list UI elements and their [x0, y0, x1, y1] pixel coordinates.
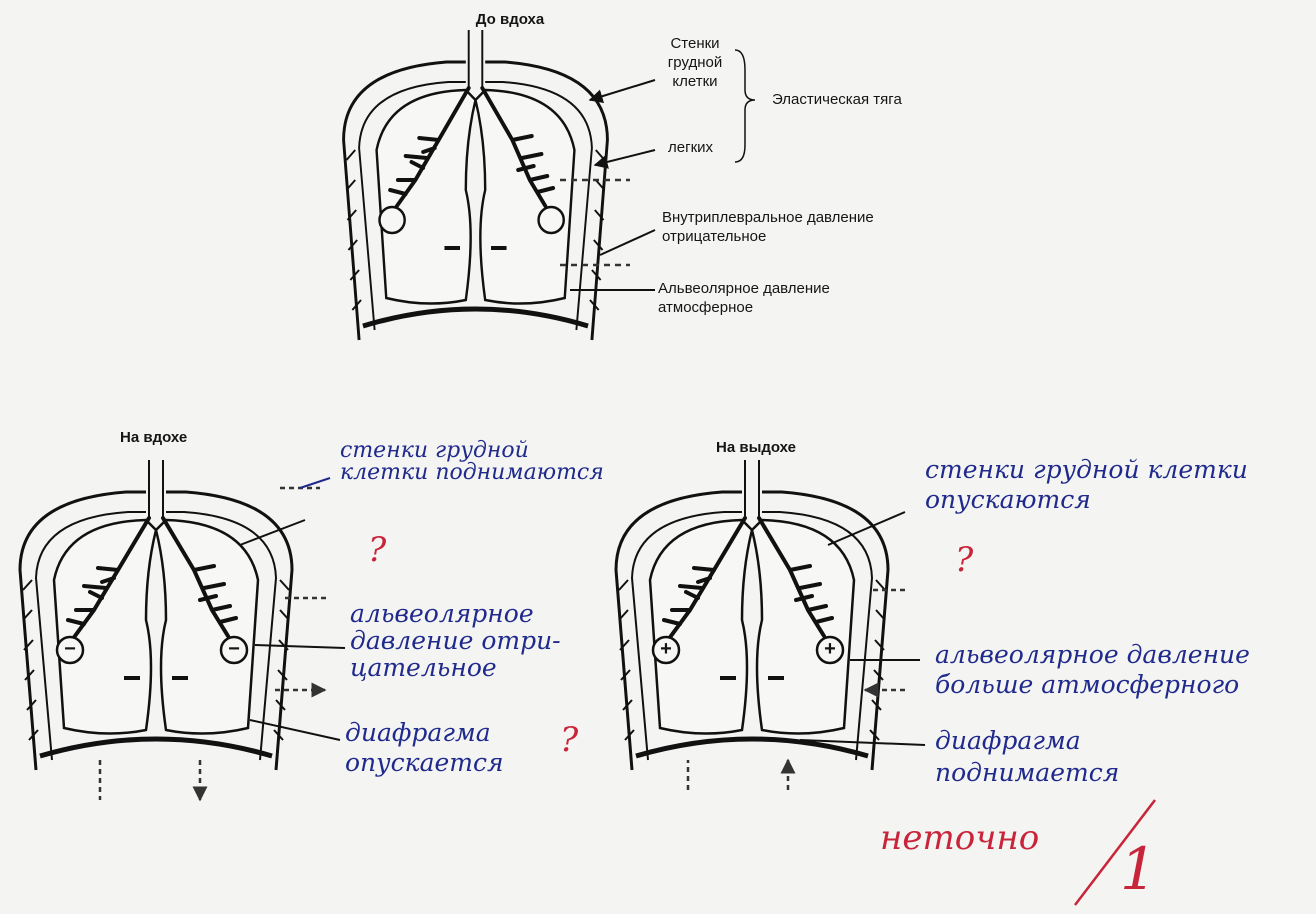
leader-intrapleural	[600, 230, 655, 255]
question-mark-2: ?	[560, 720, 578, 760]
label-chest-walls: Стенки грудной клетки	[650, 34, 740, 91]
label-lungs: легких	[668, 138, 713, 157]
title-exhale: На выдохе	[716, 438, 796, 457]
thorax-diagram-before	[344, 30, 608, 340]
leader-chest-wall	[590, 80, 655, 100]
label-intrapleural: Внутриплевральное давление отрицательное	[662, 208, 874, 246]
label-alveolar: Альвеолярное давление атмосферное	[658, 279, 830, 317]
question-mark-1: ?	[368, 530, 386, 570]
alveolus-sign-exhale-left: +	[654, 640, 678, 659]
alveolus-sign-inhale-left: −	[58, 640, 82, 659]
hw-exhale-diaphragm: диафрагма поднимается	[935, 725, 1119, 789]
leader-elastic	[595, 150, 655, 165]
hw-exhale-chest: стенки грудной клетки опускаются	[925, 455, 1248, 515]
question-mark-3: ?	[955, 540, 973, 580]
title-before: До вдоха	[450, 10, 570, 29]
thorax-diagram-exhale	[616, 460, 888, 770]
alveolus-sign-exhale-right: +	[818, 640, 842, 659]
label-elastic-recoil: Эластическая тяга	[772, 90, 902, 109]
title-inhale: На вдохе	[120, 428, 187, 447]
hw-inhale-chest: стенки грудной клетки поднимаются	[340, 440, 604, 484]
thorax-diagram-inhale	[20, 460, 292, 770]
hw-inhale-diaphragm: диафрагма опускается	[345, 718, 504, 778]
alveolus-sign-inhale-right: −	[222, 640, 246, 659]
hw-inhale-alveolar: альвеолярное давление отри- цательное	[350, 600, 561, 681]
grade-value: 1	[1120, 835, 1157, 903]
grader-comment: неточно	[880, 818, 1039, 858]
hw-exhale-alveolar: альвеолярное давление больше атмосферног…	[935, 640, 1250, 700]
